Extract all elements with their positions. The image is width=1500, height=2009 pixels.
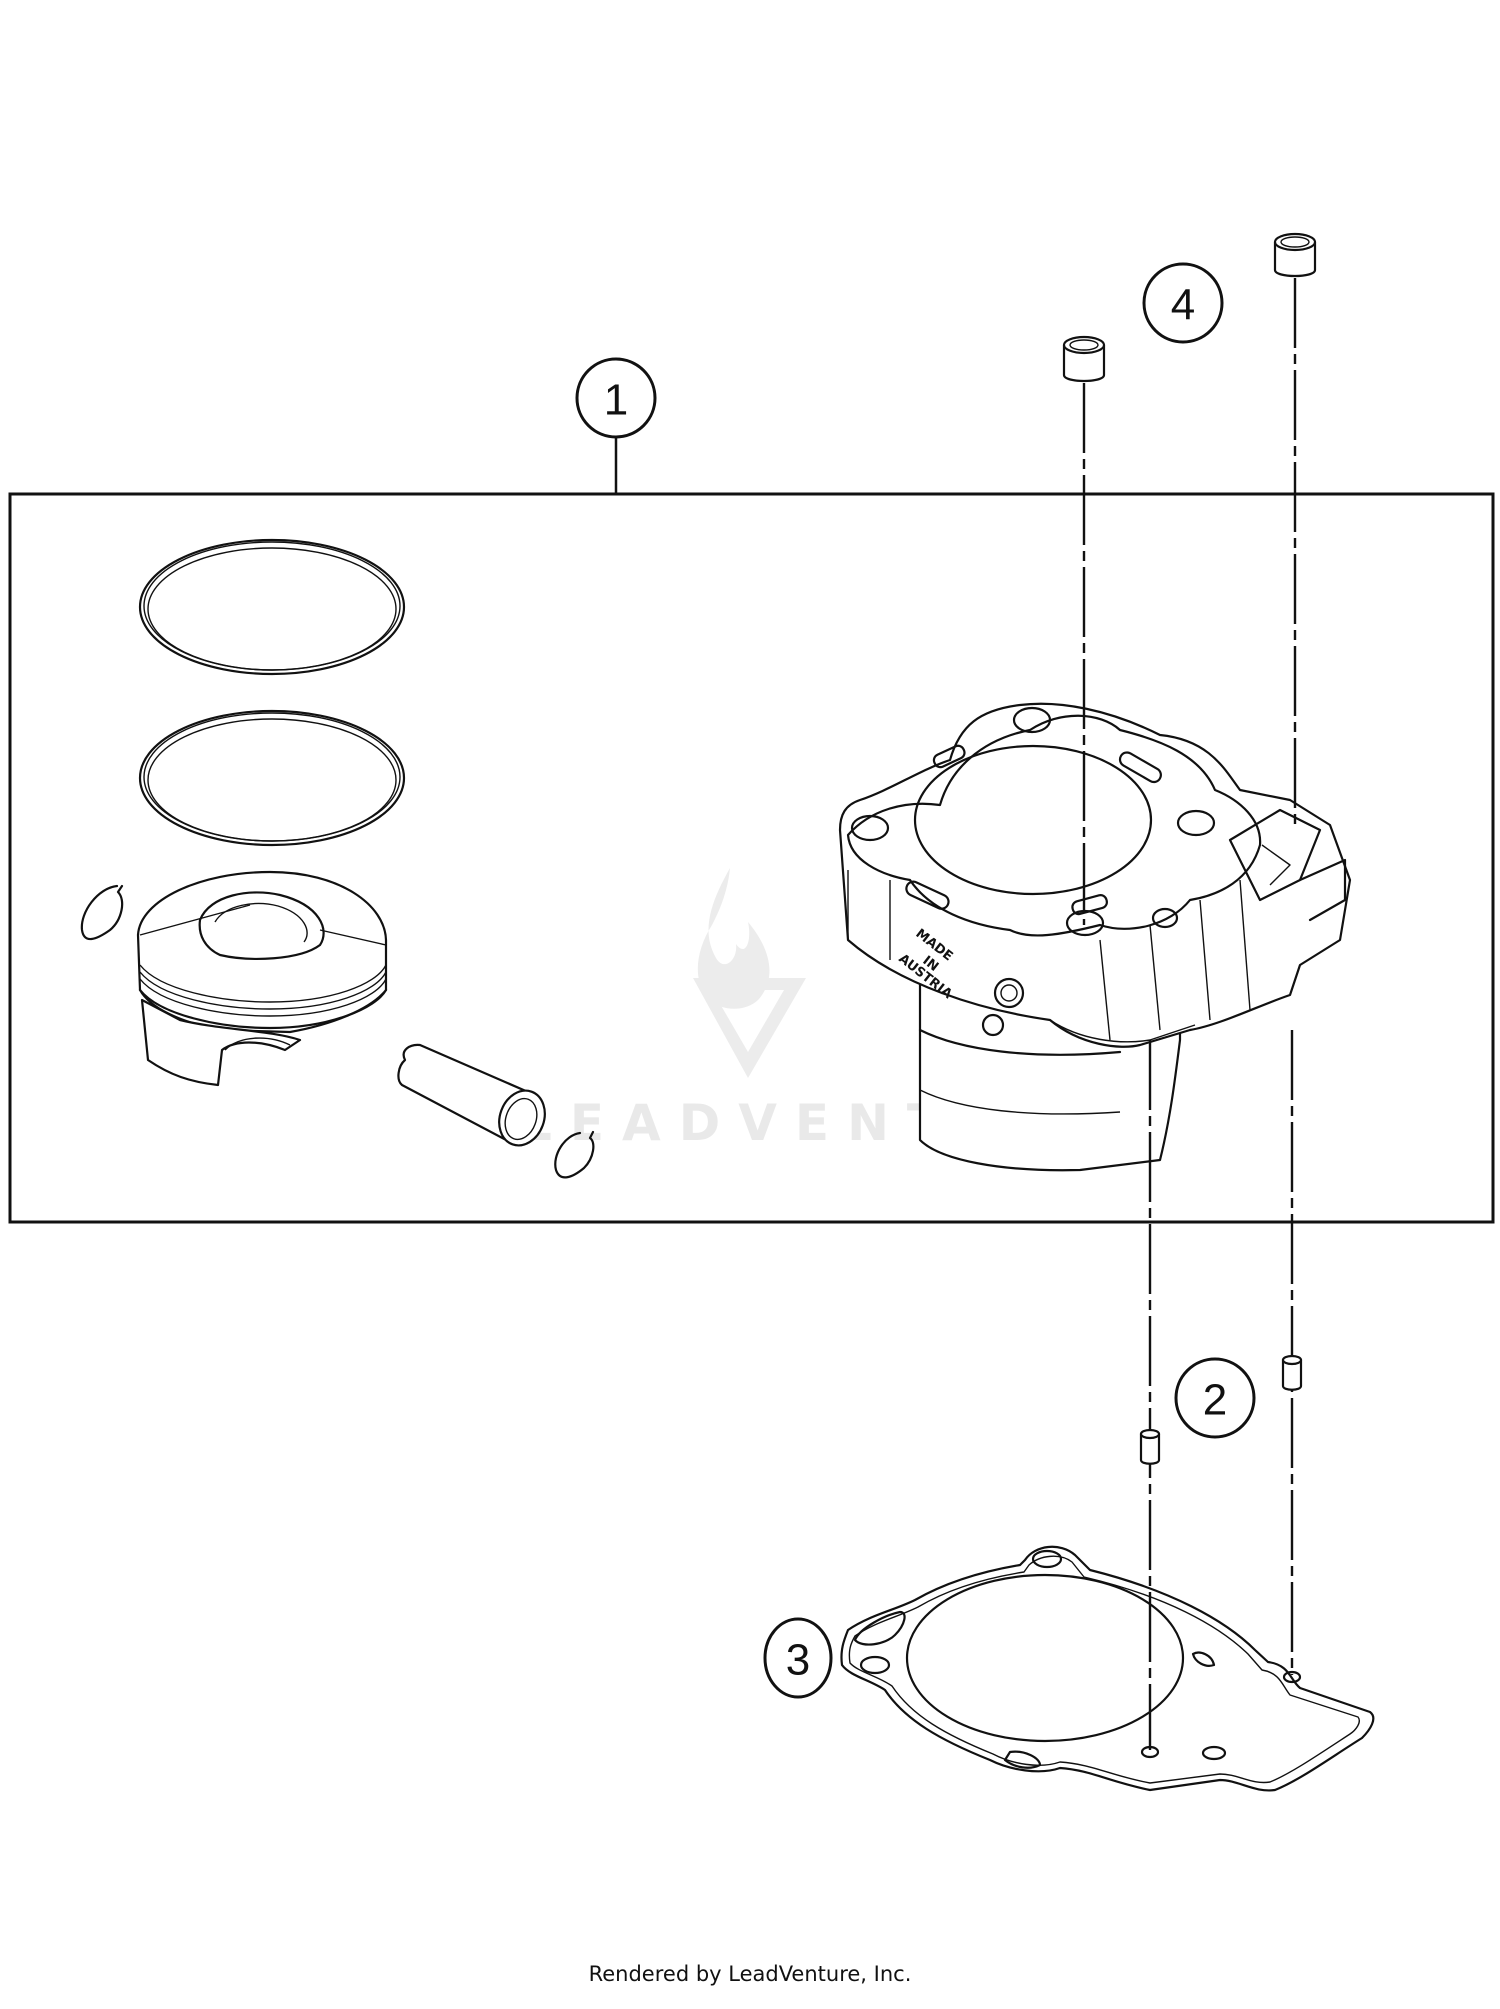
watermark-v-icon [693,978,806,1078]
callout-3-number: 3 [786,1636,810,1685]
piston-pin [397,1043,546,1147]
dowel-pin-left [1139,1428,1161,1465]
callout-3[interactable]: 3 [763,1617,833,1699]
cylinder: MADE IN AUSTRIA [838,702,1352,1172]
dowel-sleeve-top-right [1273,232,1317,278]
callout-4[interactable]: 4 [1142,262,1224,344]
dowel-sleeve-top-left [1062,335,1106,383]
cylinder-base-gasket [840,1545,1375,1792]
render-credit: Rendered by LeadVenture, Inc. [588,1962,912,1986]
callout-2-number: 2 [1203,1376,1227,1425]
piston-ring-top [138,538,406,676]
dowel-pin-right [1281,1354,1303,1391]
piston-pin-circlip-left [80,884,124,941]
piston [136,870,388,1087]
watermark-flame-icon [697,868,770,1009]
callout-1[interactable]: 1 [575,357,657,439]
callout-2[interactable]: 2 [1174,1357,1256,1439]
piston-ring-second [138,709,406,847]
kit-bounding-box [8,492,1495,1224]
callout-4-number: 4 [1171,281,1195,330]
callout-1-number: 1 [604,376,628,425]
piston-pin-circlip-right [554,1130,595,1179]
